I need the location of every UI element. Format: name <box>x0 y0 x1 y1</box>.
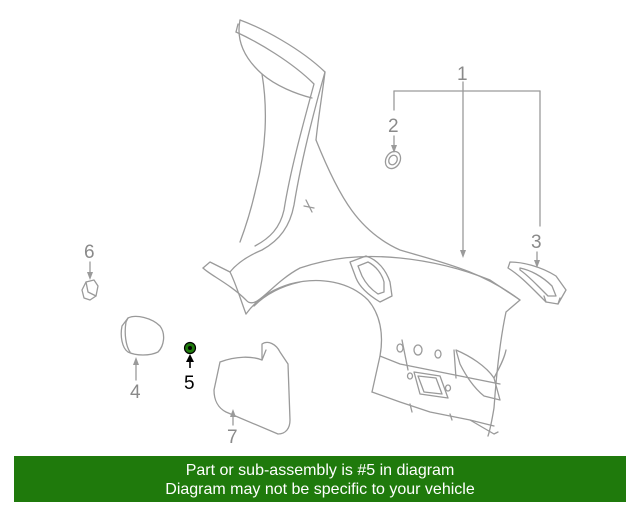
part-6-clip <box>81 279 99 301</box>
callout-6: 6 <box>84 242 95 263</box>
part-7-mud-flap <box>213 341 291 435</box>
part-3-extension <box>507 261 567 305</box>
callout-5: 5 <box>184 373 195 394</box>
leader-arrowheads <box>87 145 540 417</box>
part-5-highlighted <box>183 341 197 368</box>
part-4-fuel-door <box>120 315 165 356</box>
part-2-grommet <box>384 150 402 170</box>
callout-7: 7 <box>227 427 238 448</box>
part-info-banner: Part or sub-assembly is #5 in diagram Di… <box>14 456 626 502</box>
leader-lines <box>89 81 541 426</box>
banner-line-disclaimer: Diagram may not be specific to your vehi… <box>165 481 475 498</box>
parts-diagram: 1 2 3 4 5 6 7 <box>81 19 567 448</box>
quarter-panel <box>202 19 521 437</box>
callout-4: 4 <box>130 382 141 403</box>
callout-3: 3 <box>531 232 542 253</box>
callout-2: 2 <box>388 116 399 137</box>
banner-line-part: Part or sub-assembly is #5 in diagram <box>185 462 455 479</box>
callout-1: 1 <box>457 64 468 85</box>
